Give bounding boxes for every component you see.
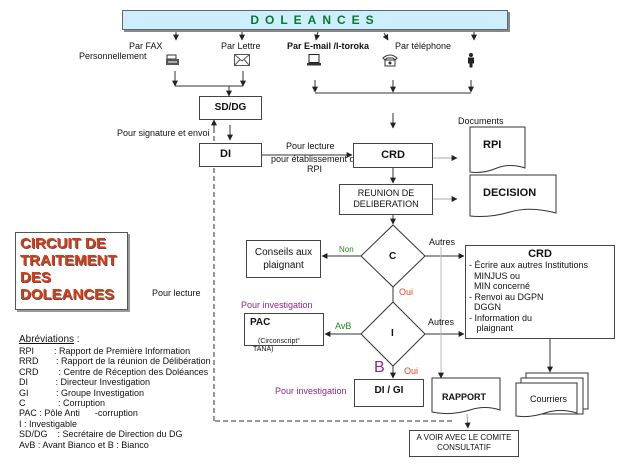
digi-box: DI / GI [354, 379, 424, 407]
conseils-box: Conseils aux plaignant [246, 240, 321, 278]
abbreviation-row: SD/DG : Secrétaire de Direction du DG [19, 429, 183, 440]
crd-action-item: - Renvoi au DGPN [469, 291, 544, 302]
abbreviation-row: PAC : Pôle Anti -corruption [19, 408, 138, 419]
pac-sub-label-2: TANA) [253, 346, 274, 353]
di-label: DI [220, 148, 231, 160]
pour-investigation-label-1: Pour investigation [241, 300, 313, 310]
envelope-icon [234, 54, 250, 66]
channel-fax-label: Par FAX [129, 41, 163, 51]
comite-label: A VOIR AVEC LE COMITE CONSULTATIF [416, 433, 512, 452]
abbreviation-row: RRD : Rapport de la réunion de Délibérat… [19, 356, 211, 367]
oui-label-1: Oui [399, 287, 414, 297]
rpi-small-label: RPI [307, 164, 323, 174]
circuit-title: CIRCUIT DE TRAITEMENT DES DOLEANCES [20, 235, 117, 303]
pour-lecture-left-label: Pour lecture [152, 288, 201, 298]
channel-email-label: Par E-mail /I-toroka [287, 41, 370, 51]
abbreviation-row: RPI : Rapport de Première Information [19, 346, 191, 356]
documents-label: Documents [458, 116, 504, 126]
abbreviation-row: DI : Directeur Investigation [19, 377, 151, 388]
autres-label-1: Autres [429, 237, 456, 247]
abbreviations-legend: Abréviations : RPI : Rapport de Première… [19, 334, 211, 450]
abbreviation-row: GI : Groupe Investigation [19, 387, 145, 398]
crd-actions-title: CRD [528, 248, 552, 260]
abbreviation-row: C : Corruption [19, 398, 106, 409]
rapport-doc-label: RAPPORT [442, 392, 487, 402]
abbreviations-heading-suffix: : [74, 334, 80, 345]
pour-etablissement-label: pour établissement de [271, 154, 360, 164]
fax-icon [166, 54, 179, 65]
pac-sub-label: (Circonscript° [258, 338, 301, 345]
pour-investigation-label-2: Pour investigation [275, 386, 347, 396]
reunion-box: REUNION DE DELIBERATION [339, 184, 433, 215]
telephone-icon [382, 54, 398, 67]
crd-action-item: plaignant [469, 323, 514, 333]
person-icon [468, 53, 474, 68]
courriers-doc-label: Courriers [530, 394, 568, 404]
doleances-title: DOLEANCES [250, 13, 380, 27]
abbreviations-heading: Abréviations [19, 334, 75, 345]
reunion-label: REUNION DE DELIBERATION [353, 188, 419, 209]
crd-action-item: - Écrire aux autres Institutions [469, 260, 589, 270]
avb-label: AvB [335, 321, 352, 331]
circuit-title-box: CIRCUIT DE TRAITEMENT DES DOLEANCES [15, 232, 128, 310]
rpi-doc-label: RPI [483, 139, 502, 151]
b-label: B [374, 359, 385, 376]
autres-label-2: Autres [428, 317, 455, 327]
oui-label-2: Oui [404, 366, 419, 376]
pac-box: PAC (Circonscript° [244, 313, 324, 346]
crd-action-item: DGGN [469, 302, 502, 312]
signature-label: Pour signature et envoi [117, 128, 210, 138]
abbreviation-row: AvB : Avant Bianco et B : Bianco [19, 439, 149, 450]
sddg-label: SD/DG [214, 102, 247, 113]
crd-actions-box: CRD - Écrire aux autres Institutions MIN… [465, 245, 615, 339]
computer-icon [307, 54, 321, 66]
channel-personnellement-label: Personnellement [79, 51, 147, 61]
crd-box: CRD [353, 143, 433, 168]
pour-lecture-label: Pour lecture [286, 141, 335, 151]
channel-lettre-label: Par Lettre [221, 41, 261, 51]
pac-label: PAC [250, 317, 271, 328]
crd-action-item: - Information du [469, 312, 533, 323]
crd-action-item: MIN concerné [469, 281, 531, 291]
decision-doc-label: DECISION [483, 187, 537, 199]
doleances-title-bar: DOLEANCES [122, 10, 508, 30]
digi-label: DI / GI [374, 385, 404, 396]
conseils-label: Conseils aux plaignant [254, 247, 313, 271]
i-decision-label: I [391, 328, 394, 339]
comite-box: A VOIR AVEC LE COMITE CONSULTATIF [409, 430, 519, 457]
channel-telephone-label: Par téléphone [395, 41, 452, 51]
sddg-box: SD/DG [199, 96, 262, 120]
di-box: DI [199, 143, 262, 167]
crd-label: CRD [381, 149, 405, 161]
crd-action-item: MINJUS ou [469, 270, 521, 281]
abbreviation-row: I : Investigable [19, 418, 78, 429]
non-label: Non [339, 245, 354, 254]
abbreviation-row: CRD : Centre de Réception des Doléances [19, 366, 209, 377]
c-decision-label: C [389, 251, 397, 262]
crd-actions-list: - Écrire aux autres Institutions MINJUS … [466, 260, 614, 334]
